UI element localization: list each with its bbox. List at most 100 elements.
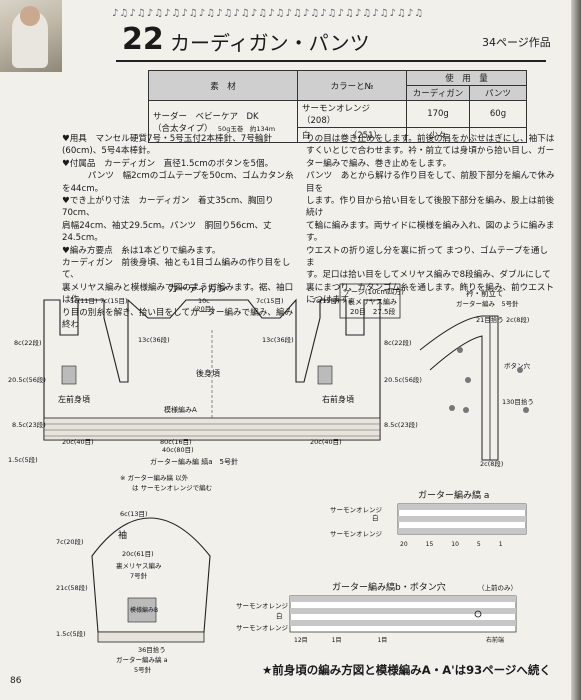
buttonhole-icon [474, 610, 482, 618]
chart-b-salmon-row [290, 620, 516, 626]
color-1: サーモンオレンジ （208） [297, 100, 407, 128]
dim-label: 20.5c(56段) [8, 375, 46, 384]
dim-label: 13c(36段) [262, 335, 294, 344]
photo-child-face [20, 6, 40, 26]
collar-label: 21目拾う [476, 315, 504, 324]
page-number: 86 [10, 676, 22, 686]
chart-a-grid [397, 503, 527, 535]
music-decoration: ♪♫♪♫♪♫♪♫♪♫♪♫♪♫♪♫♪♫♪♫♪♫♪♫♪♫♪♫♪♫♪♫♪♫♪♫ [112, 8, 425, 19]
chart-a-color-label: サーモンオレンジ [330, 530, 383, 538]
header-usage: 使 用 量 [406, 70, 527, 86]
collar-label: 2c(8段) [480, 459, 503, 468]
sleeve-motif-label: 模様編みB [130, 606, 158, 614]
text-line: り目の別糸を解き、拾い目をしてガーター編みで編み、編み終わ [62, 307, 294, 331]
dim-label: 40c(80目) [162, 446, 194, 454]
collar-title: 衿・前立て [466, 288, 504, 298]
tulip-motif [449, 405, 455, 411]
dim-label: 10c [198, 297, 210, 305]
footer-note: ★前身頃の編み方図と模様編みA・A'は93ページへ続く [262, 663, 551, 677]
sleeve-hem-label: ガーター編み縞 a [116, 655, 168, 664]
back-label: 後身頃 [196, 368, 220, 378]
text-line: 裏メリヤス編みと模様編みで図のように編みます。裾、袖口は作 [62, 282, 294, 306]
sleeve-dim: 1.5c(5段) [56, 629, 86, 638]
sleeve-dim: 7c(20段) [56, 537, 84, 546]
chart-b-salmon-row [290, 596, 516, 602]
header-color: カラーと№ [297, 70, 407, 101]
text-line: します。作り目から拾い目をして後股下部分を編み、股上は前後続け [306, 196, 555, 219]
sleeve-hem-needle: 5号針 [134, 665, 152, 674]
right-front-label: 右前身頃 [322, 394, 354, 404]
dim-label: 7c(15目) [312, 297, 340, 305]
hem-band [43, 417, 381, 441]
motif-a-left [61, 365, 77, 385]
body-outline [43, 298, 381, 441]
dim-label: 8c(22段) [384, 338, 412, 347]
dim-label: 8.5c(23段) [384, 420, 418, 429]
text-line: カーディガン 前後身頃、袖とも1目ゴム編みの作り目をして、 [62, 258, 291, 281]
photo-child [0, 0, 62, 72]
materials-header-row: 素 材 カラーと№ 使 用 量 [148, 70, 527, 101]
gauge-box [339, 283, 401, 319]
dim-label: 20c(40目) [310, 438, 342, 446]
gauge-title: ゲージ(10cm四方) [344, 287, 404, 296]
dim-label: 5c(11目) [70, 297, 98, 305]
text-line: ウエストの折り返し分を裏に折って まつり、ゴムテープを通しま [306, 245, 549, 269]
note-line-2: は サーモンオレンジで編む [132, 483, 212, 492]
dim-label: 80c(16目) [160, 438, 192, 446]
text-line: て輪に編みます。両サイドに模様を編み入れ、図のように編みます。 [306, 220, 555, 244]
chart-b-color-label: サーモンオレンジ [236, 624, 289, 632]
tulip-motif [517, 367, 523, 373]
text-line: パンツ 幅2cmのゴムテープを50cm、ゴムカタン糸を44cm。 [62, 171, 294, 194]
sleeve-dim: 36目拾う [138, 645, 166, 654]
materials-row-2: 白 （251） 少々 [149, 127, 527, 143]
sleeve-pattern-label: 裏メリヤス編み [116, 561, 162, 570]
chart-b-numbers: 12目 1目 1目 [294, 637, 387, 644]
amount-2-pants [469, 127, 527, 143]
sleeve-hem [97, 631, 205, 643]
tulip-motif [523, 407, 529, 413]
dim-label: 7c(15目) [256, 297, 284, 305]
text-line: す。足口は拾い目をしてメリヤス編みで8段編み、ダブルにして [306, 270, 551, 281]
text-line: 裏にまつり、カタンゴム糸を通します。飾りを編み、前ウエスト [306, 282, 555, 293]
chart-b-salmon-row [290, 608, 516, 614]
dim-label: 20.5c(56段) [384, 375, 422, 384]
yarn-type: （合太タイプ） [153, 123, 213, 134]
pattern-title: カーディガン・パンツ [170, 31, 370, 55]
text-line: ♥でき上がり寸法 カーディガン 着丈35cm、胸回り70cm、 [62, 196, 274, 219]
chart-b-subtitle: （上前のみ） [478, 583, 517, 592]
amount-1-cardigan: 170g [406, 100, 470, 128]
instructions-left: ♥用具 マンセル硬質7号・5号玉付2本棒針、7号輪針(60cm)、5号4本棒針。… [62, 133, 300, 332]
chart-a-color-label: サーモンオレンジ [330, 506, 383, 514]
dim-label: 8.5c(23段) [12, 420, 46, 429]
chart-a-color-label: 白 [372, 513, 379, 522]
dim-label: (20目) [194, 305, 214, 313]
page-reference: 34ページ作品 [482, 34, 551, 50]
collar-subtitle: ガーター編み 5号針 [456, 299, 519, 308]
text-line: すくいとじで合わせます。衿・前立ては身頃から拾い目し、ガー [306, 146, 555, 157]
chart-b-grid [289, 595, 517, 633]
dim-label: 1.5c(5段) [8, 455, 38, 464]
hem-label: ガーター編み編 縞a 5号針 [150, 457, 238, 466]
chart-b-edge-label: 右前端 [486, 636, 504, 644]
gauge-line-2: 20目 27.5段 [350, 307, 396, 316]
diagram-title: カーディガン [168, 282, 227, 295]
gauge-line-1: 裏メリヤス編み [348, 297, 397, 306]
text-line: ♥付属品 カーディガン 直径1.5cmのボタンを5個。 [62, 158, 274, 169]
motif-a-right [317, 365, 333, 385]
header-material: 素 材 [148, 70, 298, 101]
yarn-name: サーダー ベビーケア DK [153, 111, 259, 122]
sleeve-needle-label: 7号針 [130, 571, 148, 580]
page-reference-text: 34ページ作品 [482, 36, 551, 49]
sleeve-outline [91, 517, 211, 633]
collar-label: 130目拾う [502, 397, 534, 406]
pattern-number: 22 [122, 22, 164, 57]
title-rule [116, 60, 546, 62]
amount-1-pants: 60g [469, 100, 527, 128]
collar-label: 2c(8段) [506, 315, 529, 324]
tulip-motif [465, 377, 471, 383]
page-edge [571, 0, 581, 700]
text-line: りの目は巻き止めをします。前後の肩をかぶせはぎにし、袖下は [306, 134, 555, 144]
chart-a-salmon-row [398, 504, 526, 510]
tulip-motif [457, 347, 463, 353]
instructions-right: りの目は巻き止めをします。前後の肩をかぶせはぎにし、袖下は すくいとじで合わせま… [306, 133, 556, 307]
